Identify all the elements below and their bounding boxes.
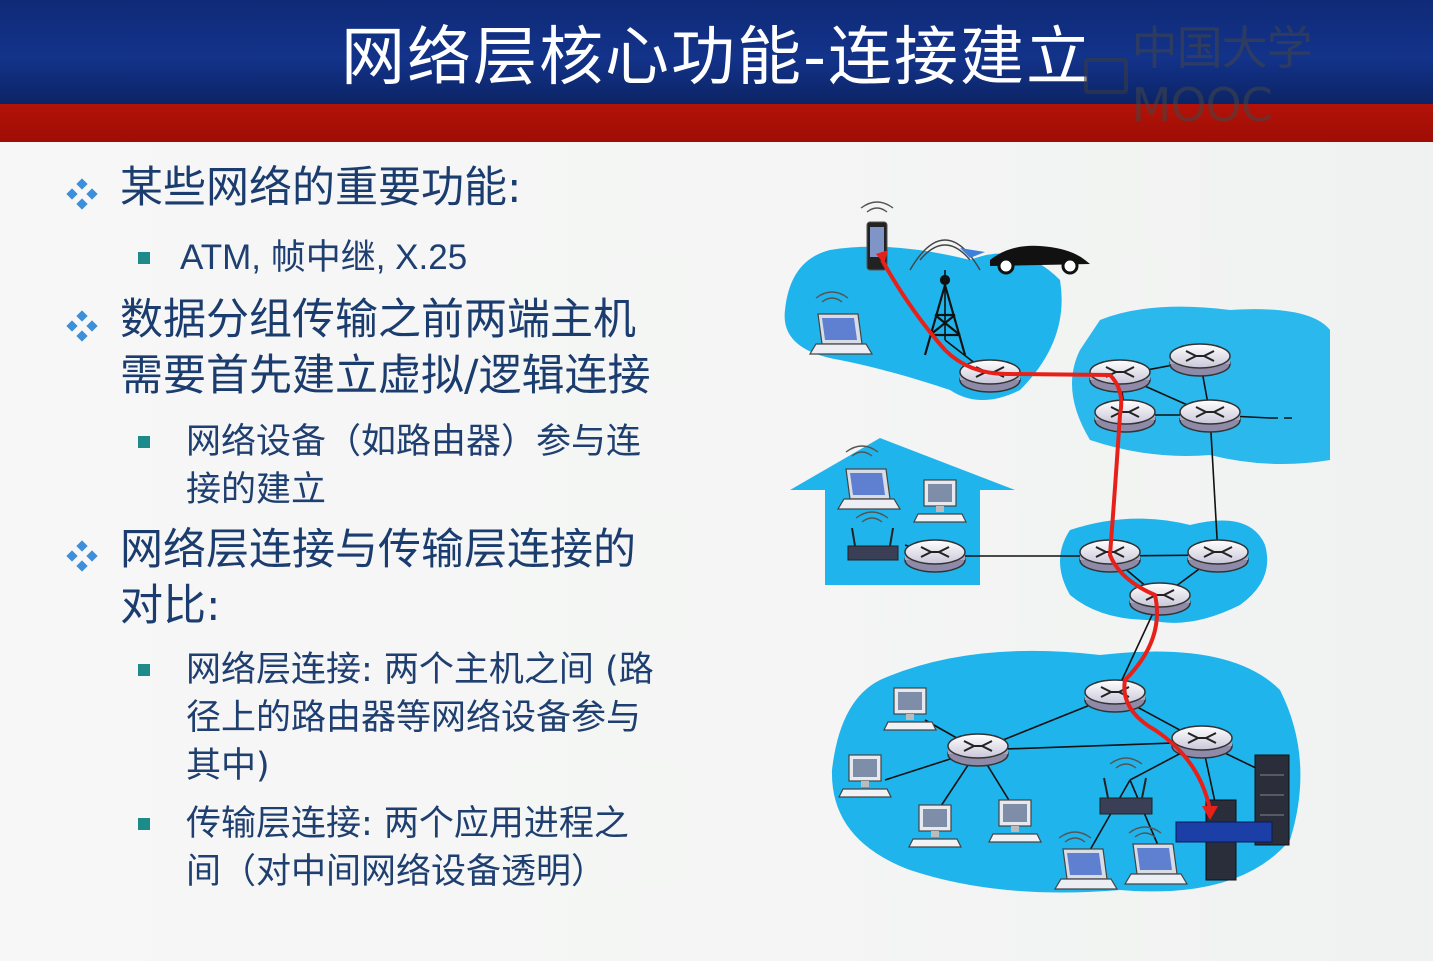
router-icon [904,539,966,573]
bullet-text: 某些网络的重要功能: [120,163,522,213]
square-bullet-icon [138,818,150,830]
sub-bullet-text-line: 间（对中间网络设备透明） [186,852,607,892]
router-icon [1094,399,1156,433]
wifi-router-icon [1099,757,1153,815]
bullet-text-line: 对比: [120,581,221,631]
car-icon [960,245,1090,275]
bullet-text-line: 网络层连接与传输层连接的 [120,525,636,575]
cell-tower-icon [909,239,981,356]
slide-title: 网络层核心功能-连接建立 [340,21,1093,95]
server-icon [1175,799,1273,881]
bullet-text-line: 需要首先建立虚拟/逻辑连接 [120,351,651,401]
sub-bullet-text-line: 径上的路由器等网络设备参与 [186,698,642,738]
mooc-watermark: 中国大学MOOC [1084,21,1433,132]
network-diagram [784,201,1330,893]
diamond-bullet-icon [66,540,98,572]
bullet-text-line: 数据分组传输之前两端主机 [120,295,636,345]
watermark-text: 中国大学MOOC [1131,21,1313,132]
router-icon [1179,399,1241,433]
square-bullet-icon [138,664,150,676]
router-icon [1169,343,1231,377]
diamond-bullet-icon [66,178,98,210]
title-bar [0,0,1433,104]
square-bullet-icon [138,252,150,264]
sub-bullet-text-line: 传输层连接: 两个应用进程之 [186,804,629,844]
square-bullet-icon [138,436,150,448]
diamond-bullet-icon [66,310,98,342]
sub-bullet-text-line: 其中) [186,746,270,786]
wifi-router-icon [847,511,899,561]
router-icon [1084,679,1146,713]
house-icon [790,438,1015,585]
sub-bullet-text-line: 网络层连接: 两个主机之间 (路 [186,650,654,690]
path-arrow-end-icon [1202,806,1218,820]
title-accent-bar [0,104,1433,142]
path-arrow-start-icon [876,250,888,264]
mooc-logo-icon [1084,52,1128,94]
connection-path [880,259,1212,811]
sub-bullet-text-line: 网络设备（如路由器）参与连 [186,422,642,462]
router-icon [1187,539,1249,573]
sub-bullet-text-line: 接的建立 [186,470,327,510]
sub-bullet-text: ATM, 帧中继, X.25 [180,238,468,277]
router-icon [947,733,1009,767]
